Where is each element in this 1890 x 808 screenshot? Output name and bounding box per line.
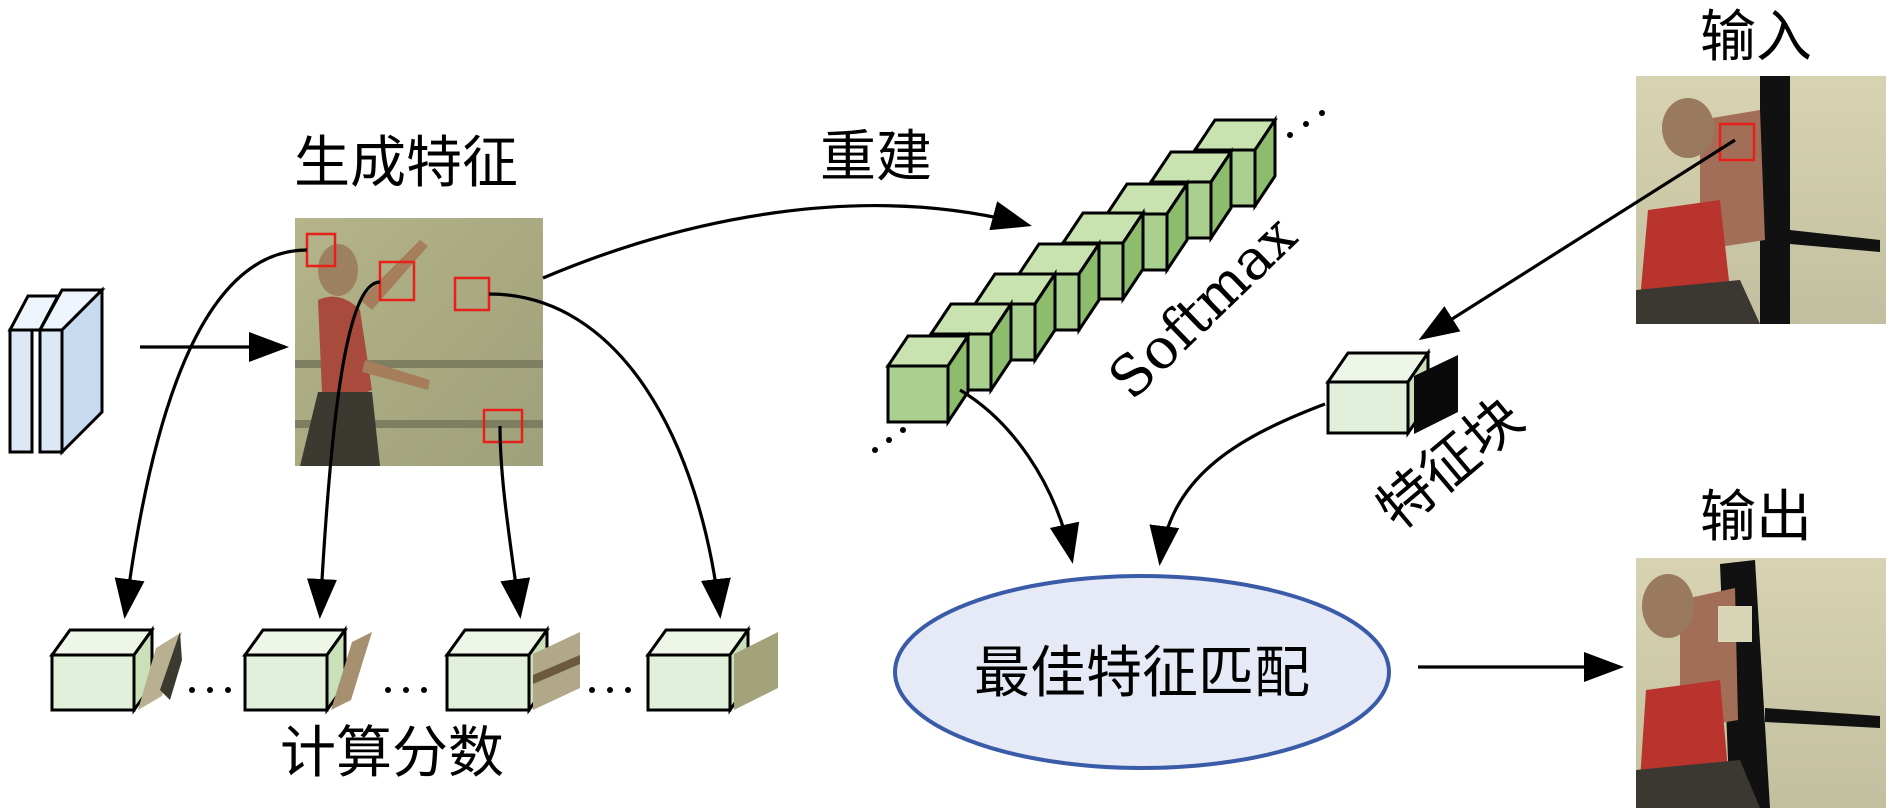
reconstruct-label: 重建 xyxy=(820,125,932,190)
score-ellipsis xyxy=(189,687,631,693)
input-layers xyxy=(7,286,106,456)
arrow-patch-4 xyxy=(498,425,531,619)
compute-score-label: 计算分数 xyxy=(280,721,504,786)
input-patch-box xyxy=(1718,122,1756,162)
output-image xyxy=(1636,558,1886,808)
chain-cube-1 xyxy=(885,331,971,427)
layer-front-1 xyxy=(8,328,34,454)
generated-features-image xyxy=(295,218,543,466)
arrow-patch-2 xyxy=(306,280,381,619)
patch-box-4 xyxy=(482,408,524,444)
chain-ellipsis xyxy=(872,110,1325,453)
score-cube-3 xyxy=(444,625,580,715)
output-patch-filled xyxy=(1718,606,1752,642)
score-cube-2 xyxy=(242,625,372,715)
feature-patch-cube xyxy=(1325,348,1458,438)
arrow-chain-to-match xyxy=(959,388,1080,564)
layer-front-2 xyxy=(38,328,64,454)
best-match-ellipse xyxy=(893,574,1391,770)
input-image xyxy=(1636,76,1886,324)
arrow-input-to-patch xyxy=(1418,138,1736,341)
score-cubes xyxy=(49,625,778,715)
arrow-reconstruct xyxy=(542,201,1032,280)
softmax-cube-chain xyxy=(872,110,1325,453)
arrow-patch-3 xyxy=(488,292,731,619)
score-cube-1 xyxy=(49,625,182,715)
input-label: 输入 xyxy=(1700,5,1812,70)
arrow-patch-to-match xyxy=(1149,402,1326,566)
generate-features-label: 生成特征 xyxy=(294,131,518,196)
best-match-label: 最佳特征匹配 xyxy=(974,641,1310,706)
arrow-patch-1 xyxy=(114,248,308,619)
output-label: 输出 xyxy=(1700,485,1812,550)
score-cube-4 xyxy=(645,625,778,715)
